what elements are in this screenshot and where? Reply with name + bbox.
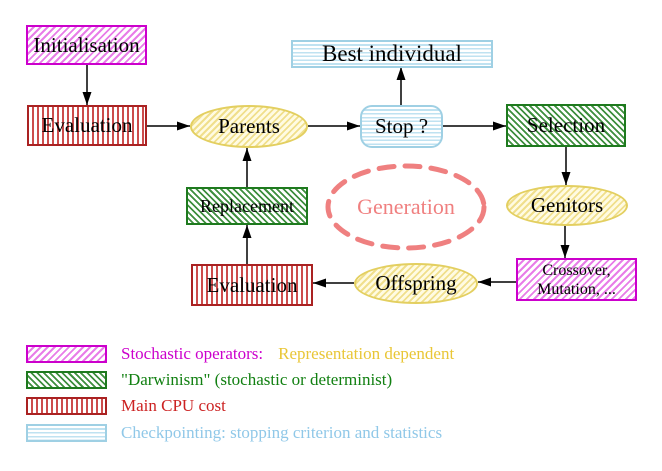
node-genitors: Genitors xyxy=(506,185,628,226)
legend-item-main-cpu-cost: Main CPU cost xyxy=(26,396,226,416)
legend-swatch-cyan-horizontal-lines xyxy=(26,424,107,442)
node-selection-label: Selection xyxy=(526,113,606,138)
legend-item-darwinism: "Darwinism" (stochastic or determinist) xyxy=(26,370,392,390)
legend-label-stochastic: Stochastic operators: xyxy=(121,344,264,363)
node-stop: Stop ? xyxy=(360,105,443,148)
node-evaluation-bottom-label: Evaluation xyxy=(206,272,298,297)
legend-label-darwinism: "Darwinism" (stochastic or determinist) xyxy=(121,370,393,389)
node-evaluation-top-label: Evaluation xyxy=(41,113,133,138)
legend-label-representation: Representation dependent xyxy=(278,344,455,363)
generation-cycle-label: Generation xyxy=(357,193,455,219)
legend-item-stochastic-operators: Stochastic operators: Representation depe… xyxy=(26,344,454,364)
legend-text-main-cpu-cost: Main CPU cost xyxy=(121,396,226,416)
node-crossover-label-line1: Crossover, xyxy=(542,261,611,279)
legend-text-stochastic-operators: Stochastic operators: Representation depe… xyxy=(121,344,454,364)
node-evaluation-top: Evaluation xyxy=(27,105,147,146)
legend-label-checkpointing: Checkpointing: stopping criterion and st… xyxy=(121,423,443,442)
legend-swatch-magenta-hatch xyxy=(26,345,107,363)
node-best-individual: Best individual xyxy=(291,40,493,68)
legend-label-main-cpu-cost: Main CPU cost xyxy=(121,396,226,415)
node-replacement-label: Replacement xyxy=(200,195,294,216)
node-initialisation: Initialisation xyxy=(26,25,147,65)
node-best-individual-label: Best individual xyxy=(322,40,462,66)
legend-swatch-green-hatch xyxy=(26,371,107,389)
node-offspring: Offspring xyxy=(354,263,478,304)
node-parents: Parents xyxy=(190,105,308,148)
node-parents-label: Parents xyxy=(218,114,280,139)
node-evaluation-bottom: Evaluation xyxy=(191,264,313,306)
legend-text-darwinism: "Darwinism" (stochastic or determinist) xyxy=(121,370,392,390)
node-replacement: Replacement xyxy=(186,187,308,225)
node-offspring-label: Offspring xyxy=(375,271,457,296)
legend-swatch-red-vertical-lines xyxy=(26,397,107,415)
node-initialisation-label: Initialisation xyxy=(33,32,140,57)
node-crossover-label-line2: Mutation, ... xyxy=(537,280,616,298)
node-crossover-mutation: Crossover, Mutation, ... xyxy=(516,258,637,301)
node-stop-label: Stop ? xyxy=(374,114,429,139)
legend-item-checkpointing: Checkpointing: stopping criterion and st… xyxy=(26,423,442,443)
node-genitors-label: Genitors xyxy=(530,193,604,218)
legend-text-checkpointing: Checkpointing: stopping criterion and st… xyxy=(121,423,442,443)
node-selection: Selection xyxy=(506,104,626,147)
